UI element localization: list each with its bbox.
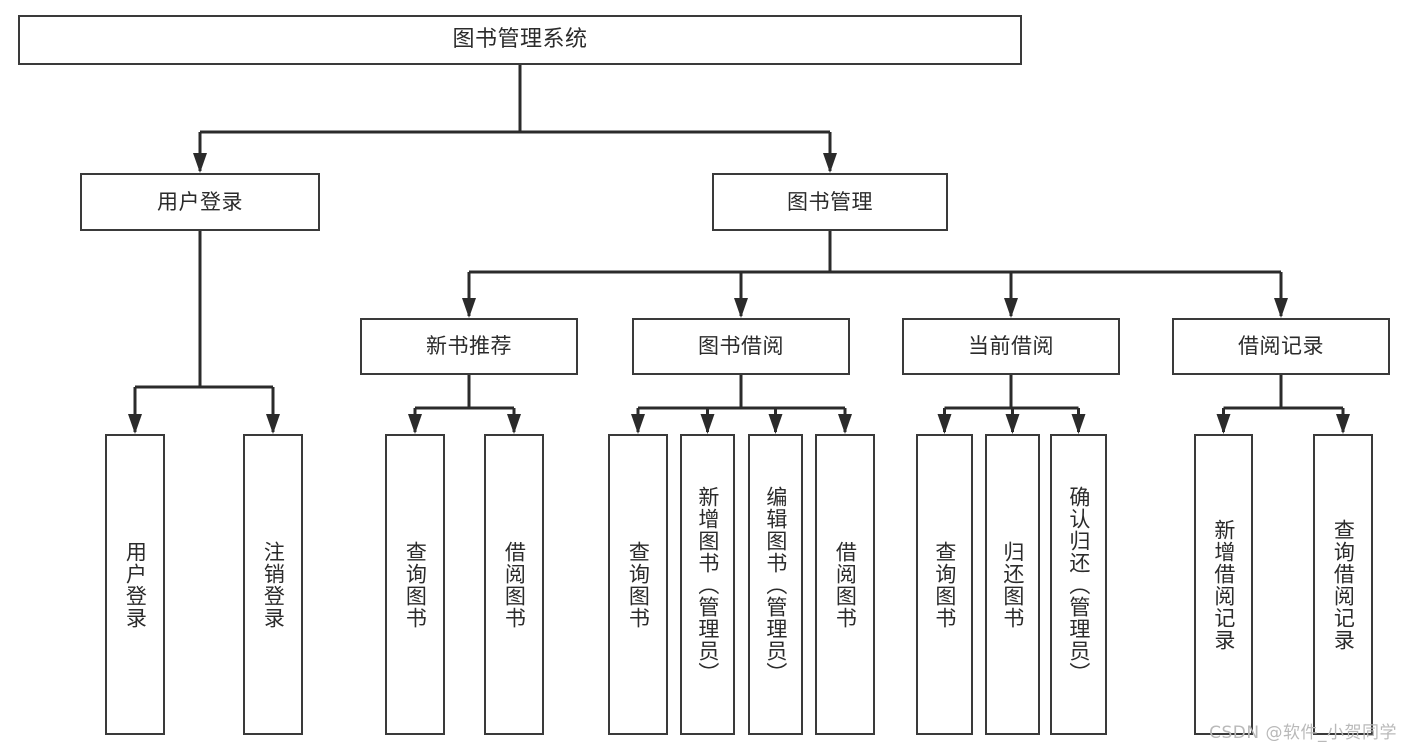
node-current-borrow[interactable]: 当前借阅 [902,318,1120,375]
node-label: 确认归还（管理员） [1066,485,1091,684]
node-label: 用户登录 [123,540,148,629]
node-label: 归还图书 [1000,540,1025,629]
node-label: 编辑图书（管理员） [763,485,788,684]
node-label: 借阅图书 [502,540,527,629]
node-label: 查询图书 [932,540,957,629]
node-label: 查询图书 [626,540,651,629]
node-label: 查询借阅记录 [1331,518,1356,651]
node-leaf-borrow-book-1[interactable]: 借阅图书 [484,434,544,735]
node-leaf-user-login[interactable]: 用户登录 [105,434,165,735]
watermark: CSDN @软件_小贺同学 [1209,723,1397,743]
node-label: 查询图书 [403,540,428,629]
node-label: 借阅图书 [833,540,858,629]
node-new-book-recommend[interactable]: 新书推荐 [360,318,578,375]
node-label: 新增借阅记录 [1211,518,1236,651]
node-leaf-query-book-2[interactable]: 查询图书 [608,434,668,735]
node-leaf-confirm-return[interactable]: 确认归还（管理员） [1050,434,1107,735]
node-book-borrow[interactable]: 图书借阅 [632,318,850,375]
node-book-manage[interactable]: 图书管理 [712,173,948,231]
node-leaf-query-book-1[interactable]: 查询图书 [385,434,445,735]
node-borrow-record[interactable]: 借阅记录 [1172,318,1390,375]
node-leaf-add-record[interactable]: 新增借阅记录 [1194,434,1253,735]
node-leaf-edit-book[interactable]: 编辑图书（管理员） [748,434,803,735]
node-leaf-return-book[interactable]: 归还图书 [985,434,1040,735]
node-root[interactable]: 图书管理系统 [18,15,1022,65]
node-leaf-logout[interactable]: 注销登录 [243,434,303,735]
node-label: 新增图书（管理员） [695,485,720,684]
node-label: 注销登录 [261,540,286,629]
node-user-login[interactable]: 用户登录 [80,173,320,231]
node-leaf-borrow-book-2[interactable]: 借阅图书 [815,434,875,735]
node-leaf-add-book[interactable]: 新增图书（管理员） [680,434,735,735]
node-leaf-query-record[interactable]: 查询借阅记录 [1313,434,1373,735]
node-leaf-query-book-3[interactable]: 查询图书 [916,434,973,735]
